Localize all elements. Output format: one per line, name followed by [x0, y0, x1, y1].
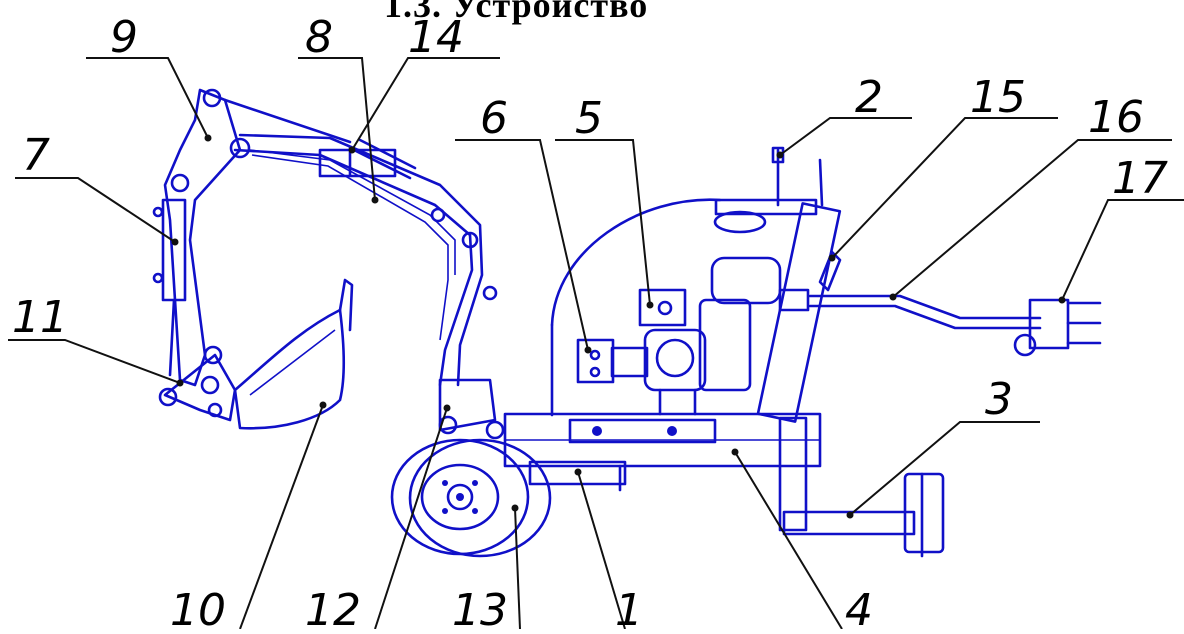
callout-5: 5 [575, 93, 603, 144]
excavator-drawing [152, 88, 1102, 558]
stabilizer [778, 416, 945, 558]
leader-9 [86, 57, 209, 139]
callout-12: 12 [305, 585, 361, 629]
leader-1 [577, 471, 626, 630]
hydraulic-pump [576, 338, 649, 384]
leader-15 [831, 117, 1058, 259]
leader-14 [351, 57, 500, 151]
callout-16: 16 [1088, 92, 1144, 143]
callout-17: 17 [1112, 153, 1168, 204]
callout-15: 15 [970, 72, 1026, 123]
bucket-cylinder [152, 198, 187, 377]
leader-7 [15, 177, 176, 243]
callout-4: 4 [845, 585, 873, 629]
callout-3: 3 [985, 374, 1013, 425]
leader-11 [8, 339, 181, 384]
engine [638, 210, 782, 416]
drawbar [808, 294, 1102, 357]
callout-6: 6 [480, 93, 508, 144]
callout-10: 10 [170, 585, 226, 629]
wheel [390, 438, 552, 558]
swing-bracket [438, 378, 505, 440]
callout-14: 14 [408, 12, 464, 63]
boom [233, 133, 498, 387]
callout-7: 7 [22, 130, 50, 181]
leader-17 [1061, 199, 1184, 301]
callout-numbers: 9 8 14 7 6 5 2 15 16 17 11 3 10 12 13 1 … [12, 12, 1168, 634]
leader-2 [779, 117, 912, 156]
callout-8: 8 [305, 12, 333, 63]
leader-13 [514, 507, 521, 630]
callout-9: 9 [110, 12, 138, 63]
leader-5 [555, 139, 651, 306]
leader-3 [849, 421, 1040, 516]
leader-12 [374, 407, 448, 630]
callout-13: 13 [452, 585, 508, 629]
bucket-linkage [158, 345, 237, 422]
leader-endpoints [171, 134, 1066, 519]
sub-frame [528, 460, 627, 492]
dipper-arm [163, 88, 352, 387]
leader-8 [298, 57, 376, 201]
diagram-title: 1.3. Устройство [384, 0, 649, 25]
callout-2: 2 [855, 72, 883, 123]
main-frame [503, 412, 822, 468]
mast [714, 146, 842, 423]
leader-lines [8, 57, 1184, 630]
tank-hood [550, 198, 722, 327]
bucket [233, 278, 354, 430]
leader-10 [239, 404, 324, 630]
callout-11: 11 [12, 292, 68, 343]
leader-4 [734, 451, 843, 630]
leader-16 [892, 139, 1172, 298]
leader-6 [455, 139, 589, 351]
callout-1: 1 [615, 585, 643, 629]
